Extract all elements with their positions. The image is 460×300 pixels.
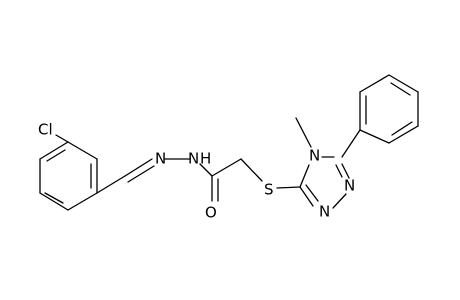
bond (359, 74, 390, 93)
triazole-n1-label: N (344, 177, 355, 195)
bond-s-c3 (276, 186, 301, 189)
bond (335, 164, 343, 178)
bond (67, 141, 98, 160)
bond-inner (46, 149, 66, 162)
bond (332, 193, 347, 209)
bond-ch2-s (240, 158, 263, 182)
bond-ring-ch (96, 175, 126, 194)
bond-ch-n-double (124, 158, 153, 177)
bond-inner (390, 82, 411, 96)
amide-nitrogen-label: N (188, 150, 199, 168)
bond (388, 125, 419, 144)
phenyl-ring (359, 74, 419, 144)
bond (299, 186, 314, 207)
triazole-n2-label: N (319, 203, 330, 221)
bond-c5-phenyl (341, 129, 361, 158)
hydrazone-nitrogen-label: N (155, 150, 166, 168)
thioether-sulfur-label: S (264, 181, 274, 199)
bond-inner (44, 192, 64, 204)
bond (388, 74, 419, 93)
bond-inner (391, 121, 413, 136)
bond-nh-c (199, 163, 213, 177)
triazole-ring (299, 156, 350, 209)
bond-n-methyl (295, 117, 312, 148)
bond (299, 164, 310, 188)
carbonyl-oxygen-label: O (205, 204, 217, 222)
bond-c-ch2 (211, 158, 242, 177)
amide-hydrogen-label: H (200, 150, 211, 168)
bond (305, 184, 319, 202)
bond (39, 192, 69, 211)
bond (39, 141, 69, 160)
bond-c-cl (55, 134, 69, 143)
bond (67, 192, 98, 211)
chlorophenyl-ring (39, 141, 98, 211)
bond (359, 129, 390, 144)
chlorine-label: Cl (38, 121, 53, 139)
triazole-n4-label: N (309, 147, 320, 165)
bond (341, 163, 350, 179)
bond-ch-n-double-inner (127, 165, 155, 183)
